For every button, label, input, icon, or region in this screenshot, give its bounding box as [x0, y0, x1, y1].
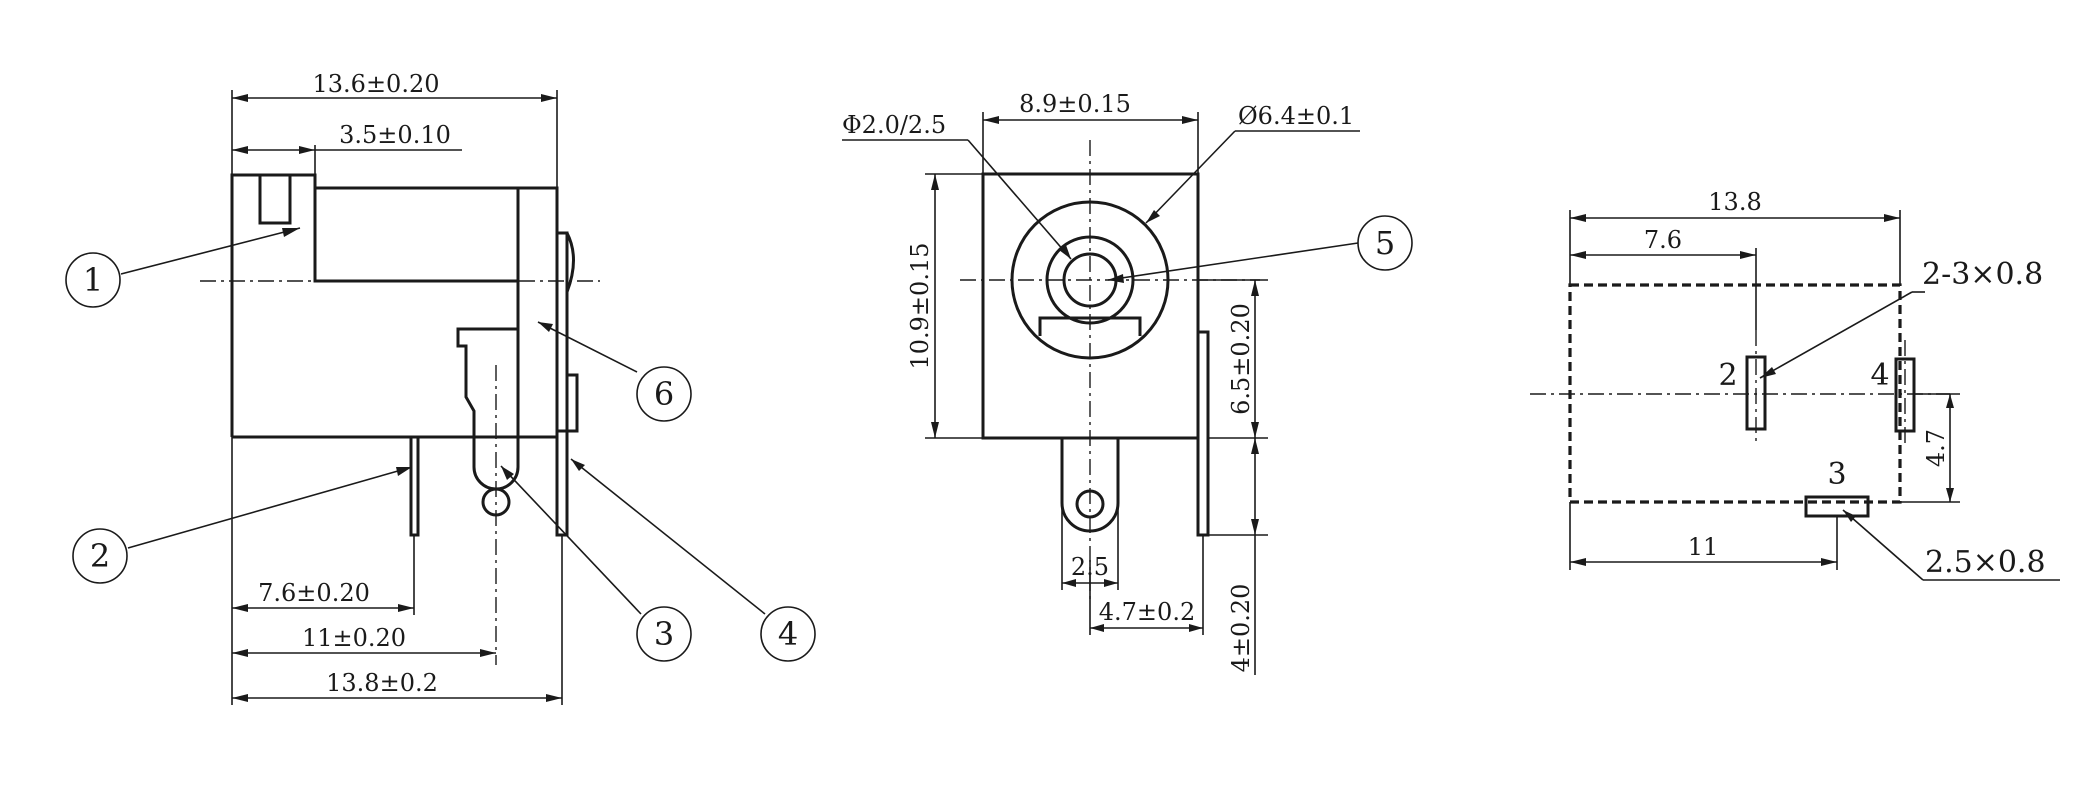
- callout-circle-1: [65, 252, 121, 308]
- slot-pin-4: [1894, 357, 1916, 433]
- arrowhead: [1946, 394, 1954, 408]
- leader-3: [500, 465, 642, 615]
- dim-pin3-pos: 11±0.20: [302, 624, 406, 652]
- arrowhead: [1570, 558, 1586, 566]
- callout-label-3: 3: [654, 615, 674, 653]
- arrowhead: [931, 174, 939, 190]
- dim-pin2-pos: 7.6±0.20: [258, 579, 370, 607]
- callout-circle-2: [72, 528, 128, 584]
- arrowhead: [1946, 488, 1954, 502]
- arrowhead: [1108, 274, 1124, 283]
- arrowhead: [538, 322, 553, 332]
- arrowhead: [1182, 116, 1198, 124]
- arrowhead: [1251, 280, 1259, 296]
- callout-label-6: 6: [654, 375, 674, 413]
- callout-label-1: 1: [83, 261, 103, 299]
- callout-circle-6: [636, 366, 692, 422]
- leader-1: [120, 227, 301, 275]
- pin-label-4: 4: [1870, 358, 1889, 393]
- arrowhead: [541, 94, 557, 102]
- dim-width: 8.9±0.15: [1019, 90, 1131, 118]
- slot-pin-3: [1804, 495, 1870, 518]
- callout-circle-4: [760, 606, 816, 662]
- arrowhead: [1884, 214, 1900, 222]
- arrowhead: [1059, 245, 1071, 259]
- arrowhead: [480, 649, 496, 657]
- dim-overall-width: 13.6±0.20: [313, 70, 440, 98]
- side-pin-2: [409, 435, 420, 537]
- side-pin-3: [456, 327, 520, 491]
- side-plate-tab: [565, 373, 579, 433]
- leader-hole-dia: [1145, 130, 1236, 224]
- callout-circle-3: [636, 606, 692, 662]
- leader-slot-size: [1759, 291, 1913, 379]
- arrowhead: [232, 146, 248, 154]
- leader-slot-bottom: [1842, 509, 1924, 581]
- arrowhead: [1843, 510, 1856, 522]
- dim-center-height: 6.5±0.20: [1227, 303, 1255, 415]
- arrowhead: [983, 116, 999, 124]
- arrowhead: [931, 422, 939, 438]
- leader-6: [537, 321, 638, 373]
- callout-circle-5: [1357, 215, 1413, 271]
- side-view: 13.6±0.20 3.5±0.10 7.6±0.20 11±0.20 13.8…: [65, 70, 816, 705]
- dim-footprint-length: 13.8: [1708, 188, 1761, 216]
- dim-pin2-offset: 7.6: [1644, 226, 1682, 254]
- side-body-outline: [230, 173, 559, 439]
- arrowhead: [232, 649, 248, 657]
- arrowhead: [1251, 519, 1259, 535]
- arrowhead: [396, 467, 412, 476]
- arrowhead: [1104, 579, 1118, 587]
- pin-label-3: 3: [1827, 457, 1846, 492]
- arrowhead: [1189, 624, 1203, 632]
- pin-label-2: 2: [1718, 358, 1737, 393]
- arrowhead: [1146, 210, 1160, 223]
- dim-pin-length: 4±0.20: [1227, 584, 1255, 673]
- side-front-step: [313, 188, 518, 283]
- leader-5: [1107, 242, 1359, 281]
- arrowhead: [1570, 251, 1586, 259]
- arrowhead: [232, 94, 248, 102]
- side-pin-4: [555, 429, 569, 537]
- arrowhead: [1090, 624, 1104, 632]
- callout-label-5: 5: [1375, 224, 1395, 262]
- dim-slot-side: 2-3×0.8: [1922, 257, 2043, 292]
- arrowhead: [501, 466, 514, 480]
- arrowhead: [1760, 367, 1776, 378]
- dim-height: 10.9±0.15: [906, 243, 934, 370]
- arrowhead: [1251, 422, 1259, 438]
- arrowhead: [282, 228, 300, 237]
- footprint-view: 2 4 3 13.8 7.6 2-3×0.8 4.7 11: [1530, 188, 2060, 581]
- arrowhead: [1570, 214, 1586, 222]
- arrowhead: [398, 604, 414, 612]
- arrowhead: [1062, 579, 1076, 587]
- dim-front-length: 3.5±0.10: [339, 121, 451, 149]
- leader-pin-dia: [967, 139, 1072, 260]
- dim-pin4-pos: 13.8±0.2: [326, 669, 438, 697]
- arrowhead: [232, 694, 248, 702]
- dim-hole-dia: Ø6.4±0.1: [1238, 102, 1354, 130]
- leader-4: [570, 458, 766, 615]
- arrowhead: [571, 459, 585, 471]
- callout-label-4: 4: [778, 615, 798, 653]
- arrowhead: [1821, 558, 1837, 566]
- callout-label-2: 2: [90, 537, 110, 575]
- side-front-boss: [565, 232, 575, 293]
- dim-pin3-offset: 11: [1688, 533, 1719, 561]
- arrowhead: [232, 604, 248, 612]
- dim-pin-dia: Φ2.0/2.5: [842, 111, 946, 139]
- front-view: 8.9±0.15 Φ2.0/2.5 Ø6.4±0.1 5 10.9±0.15 6…: [842, 90, 1413, 675]
- dim-pin-spacing: 4.7±0.2: [1099, 598, 1195, 626]
- dim-slot-bottom: 2.5×0.8: [1925, 545, 2046, 580]
- arrowhead: [546, 694, 562, 702]
- side-front-notch: [258, 173, 292, 225]
- dim-pin4-offset: 4.7: [1922, 429, 1950, 467]
- arrowhead: [1740, 251, 1756, 259]
- arrowhead: [1251, 438, 1259, 454]
- slot-pin-2: [1745, 355, 1767, 431]
- arrowhead: [299, 146, 315, 154]
- leader-2: [127, 466, 413, 549]
